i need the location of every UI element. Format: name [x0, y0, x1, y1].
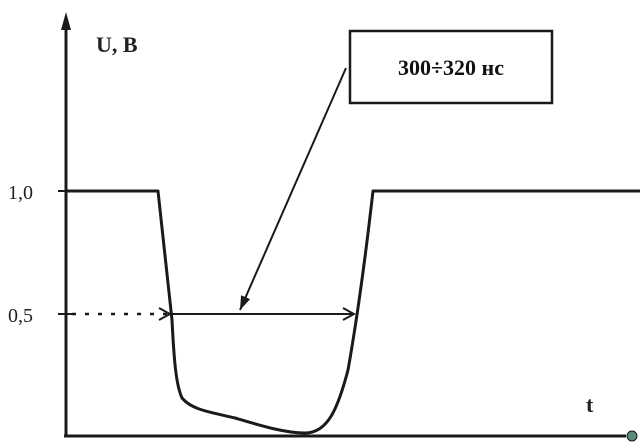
callout-box: [348, 29, 554, 105]
y-axis-arrowhead: [61, 12, 71, 30]
y-tick-label-1-0: 1,0: [8, 182, 33, 204]
callout-pointer: [239, 67, 347, 311]
x-axis-end-marker: [626, 430, 638, 442]
y-axis-label: U, B: [96, 32, 138, 57]
pulse-waveform: [66, 189, 640, 435]
callout-label: 300÷320 нс: [398, 55, 504, 80]
x-axis-label: t: [586, 392, 594, 417]
y-tick-label-0-5: 0,5: [8, 305, 33, 327]
